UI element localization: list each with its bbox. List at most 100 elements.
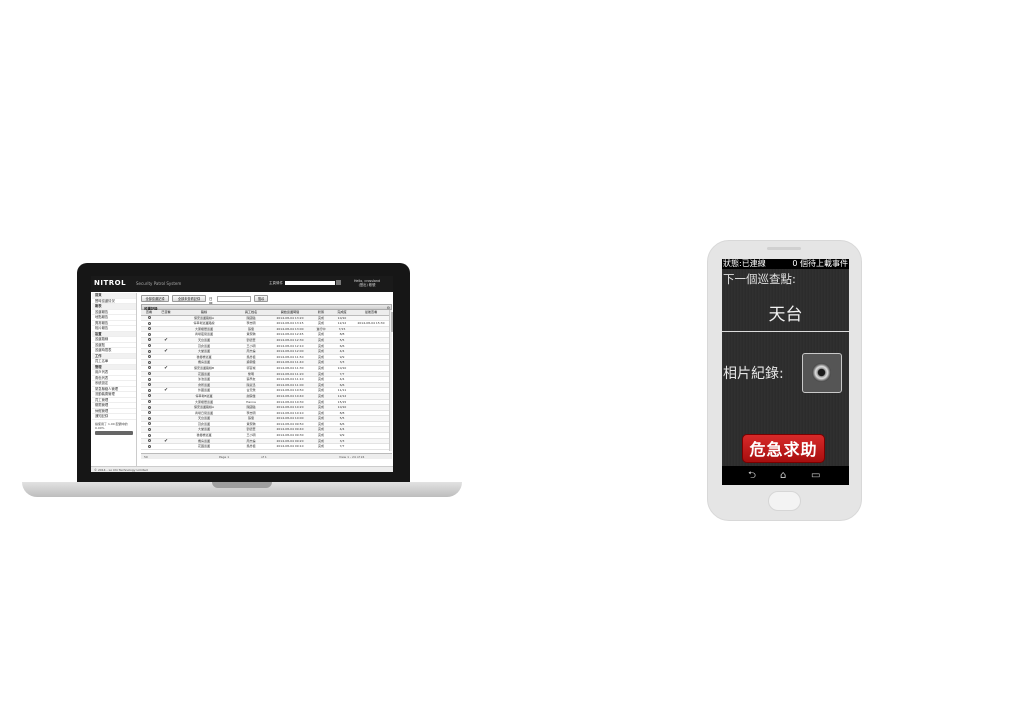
view-icon[interactable] (141, 433, 157, 439)
view-icon[interactable] (141, 416, 157, 422)
view-icon[interactable] (141, 444, 157, 450)
sidebar-item[interactable]: 權限管理 (92, 403, 136, 409)
sidebar-item[interactable]: 用戶列表 (92, 370, 136, 376)
sidebar-item[interactable]: 巡邏點 (92, 343, 136, 348)
camera-button[interactable] (802, 353, 842, 393)
sidebar-item[interactable]: 角色列表 (92, 376, 136, 381)
sidebar-item[interactable]: 員工名單 (92, 359, 136, 365)
sidebar-item[interactable]: 流動裝置管理 (92, 392, 136, 398)
view-icon[interactable] (141, 405, 157, 411)
sidebar-item[interactable]: 巡邏時間表 (92, 348, 136, 354)
cell-route: 大廈樓層巡邏 (194, 326, 213, 331)
phone-home-button[interactable] (768, 491, 801, 511)
sidebar-item[interactable]: 員工管理 (92, 398, 136, 403)
grid-scrollbar[interactable] (389, 310, 393, 451)
view-icon[interactable] (141, 383, 157, 389)
header-user-links[interactable]: (登出) 帳號 (358, 283, 376, 287)
sidebar-item[interactable]: 地點報告 (92, 315, 136, 321)
grid-column-header[interactable]: 完成度 (337, 310, 347, 314)
sidebar-item[interactable]: 休假管理 (92, 409, 136, 414)
view-icon[interactable] (141, 422, 157, 428)
phone-screen: 狀態:已連線 0 個待上載事件 下一個巡查點: 天台 相片紀錄: 危急求助 ⮌ … (722, 259, 849, 485)
unviewed-records-button[interactable]: 全部未查看記錄 (172, 295, 206, 302)
grid-column-header[interactable]: 員工姓名 (244, 310, 258, 314)
grid-column-header[interactable]: 已查看 (161, 310, 171, 314)
pager-page[interactable]: Page 1 (219, 455, 230, 459)
grid-column-header[interactable]: 最後查看 (364, 310, 378, 314)
view-icon[interactable] (141, 427, 157, 433)
sidebar-item[interactable]: 巡邏報告 (92, 310, 136, 315)
home-icon[interactable]: ⌂ (780, 470, 787, 481)
sidebar-item[interactable]: 緊急聯絡人管理 (92, 387, 136, 392)
view-icon[interactable] (141, 439, 157, 445)
cell-staff: 陳國強 (246, 405, 256, 410)
pager-size[interactable]: 50 (144, 455, 148, 459)
view-icon[interactable] (141, 338, 157, 344)
sidebar-item[interactable]: 通知記錄 (92, 414, 136, 420)
grid-column-header[interactable]: 開始巡邏時間 (280, 310, 300, 314)
sidebar-item[interactable]: 實時巡邏情況 (92, 299, 136, 304)
cell-route: 保安巡邏路線A (193, 315, 215, 320)
emergency-help-button[interactable]: 危急求助 (742, 434, 825, 463)
view-icon[interactable] (141, 316, 157, 322)
grid-column-header[interactable]: 路線 (200, 310, 208, 314)
sidebar-item[interactable]: 巡邏路線 (92, 337, 136, 343)
view-icon[interactable] (141, 349, 157, 355)
sidebar-item[interactable]: 相片報告 (92, 326, 136, 332)
back-icon[interactable]: ⮌ (748, 470, 757, 481)
collapse-icon[interactable]: ⊖ (386, 305, 390, 310)
grid-column-header[interactable]: 狀態 (317, 310, 325, 314)
view-icon[interactable] (141, 360, 157, 366)
date-input[interactable] (217, 295, 251, 302)
view-icon[interactable] (141, 366, 157, 372)
header-search-icon[interactable] (336, 280, 341, 285)
cell-status: 完成 (317, 433, 324, 438)
cell-staff: 郭富城 (246, 365, 256, 370)
view-icon[interactable] (141, 344, 157, 350)
scroll-thumb[interactable] (390, 312, 393, 332)
sidebar-item[interactable]: 系統設定 (92, 381, 136, 387)
grid-column-header[interactable]: 查看 (145, 310, 153, 314)
view-icon[interactable] (141, 321, 157, 327)
view-icon[interactable] (141, 394, 157, 400)
view-icon[interactable] (141, 400, 157, 406)
view-icon[interactable] (141, 355, 157, 361)
all-records-button[interactable]: 全部巡邏記錄 (141, 295, 169, 302)
view-icon[interactable] (141, 377, 157, 383)
search-button[interactable]: 搜尋 (254, 295, 268, 302)
view-icon[interactable] (141, 388, 157, 394)
view-icon[interactable] (141, 332, 157, 338)
view-icon[interactable] (141, 372, 157, 378)
view-icon[interactable] (141, 411, 157, 417)
header-search-input[interactable] (285, 280, 335, 285)
header-user-info[interactable]: Hello, crossland (登出) 帳號 (345, 279, 389, 287)
header-user-name: Hello, crossland (353, 279, 381, 283)
view-icon[interactable] (141, 327, 157, 333)
sidebar-item[interactable]: 異常報告 (92, 321, 136, 326)
recent-apps-icon[interactable]: ▭ (811, 470, 821, 481)
